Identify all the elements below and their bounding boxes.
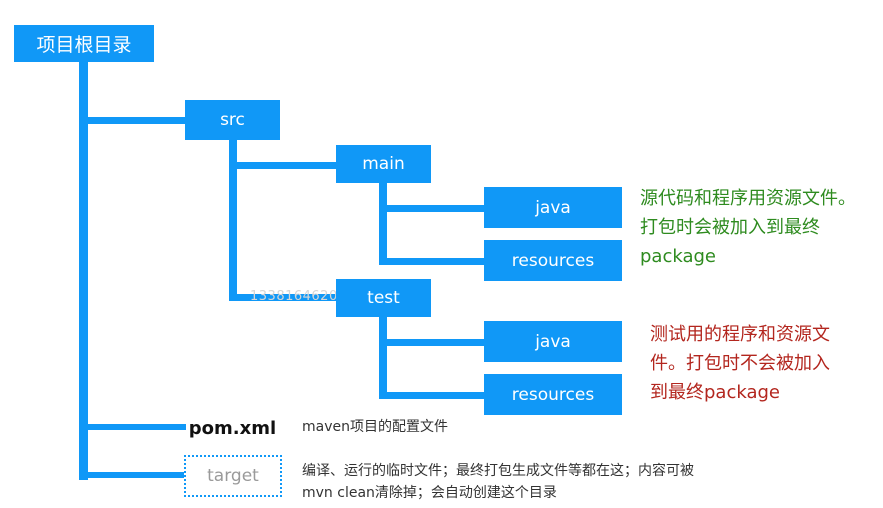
node-main-resources[interactable]: resources [484,240,622,281]
connector-src-trunk [229,138,237,300]
node-project-root[interactable]: 项目根目录 [14,25,154,62]
target-description-line-2: mvn clean清除掉；会自动创建这个目录 [302,485,557,501]
connector-test-resources [379,392,485,399]
connector-test-java [379,339,485,346]
connector-test-trunk [379,314,387,399]
node-pom-xml[interactable]: pom.xml [188,417,277,439]
connector-main-trunk [379,180,387,265]
node-test-java[interactable]: java [484,321,622,362]
connector-main-java [379,205,485,212]
main-note-line-3: package [640,246,716,267]
node-main[interactable]: main [336,145,431,183]
main-note-line-1: 源代码和程序用资源文件。 [640,188,856,209]
test-note-line-3: 到最终package [650,382,780,403]
connector-root-trunk [79,60,88,480]
connector-src-test [229,294,337,301]
connector-root-src [79,117,186,124]
test-note-line-1: 测试用的程序和资源文 [650,324,830,345]
pom-description: maven项目的配置文件 [302,419,448,435]
main-note-line-2: 打包时会被加入到最终 [640,217,820,238]
test-note-line-2: 件。打包时不会被加入 [650,353,830,374]
node-test[interactable]: test [336,279,431,317]
connector-root-pom [79,424,186,430]
node-main-java[interactable]: java [484,187,622,228]
connector-src-main [229,162,337,169]
node-test-resources[interactable]: resources [484,374,622,415]
node-src[interactable]: src [185,100,280,140]
target-description-line-1: 编译、运行的临时文件；最终打包生成文件等都在这；内容可被 [302,463,694,479]
watermark-text: 1338164620 [250,289,338,304]
connector-main-resources [379,258,485,265]
node-target[interactable]: target [184,455,282,497]
connector-root-target [79,472,186,478]
